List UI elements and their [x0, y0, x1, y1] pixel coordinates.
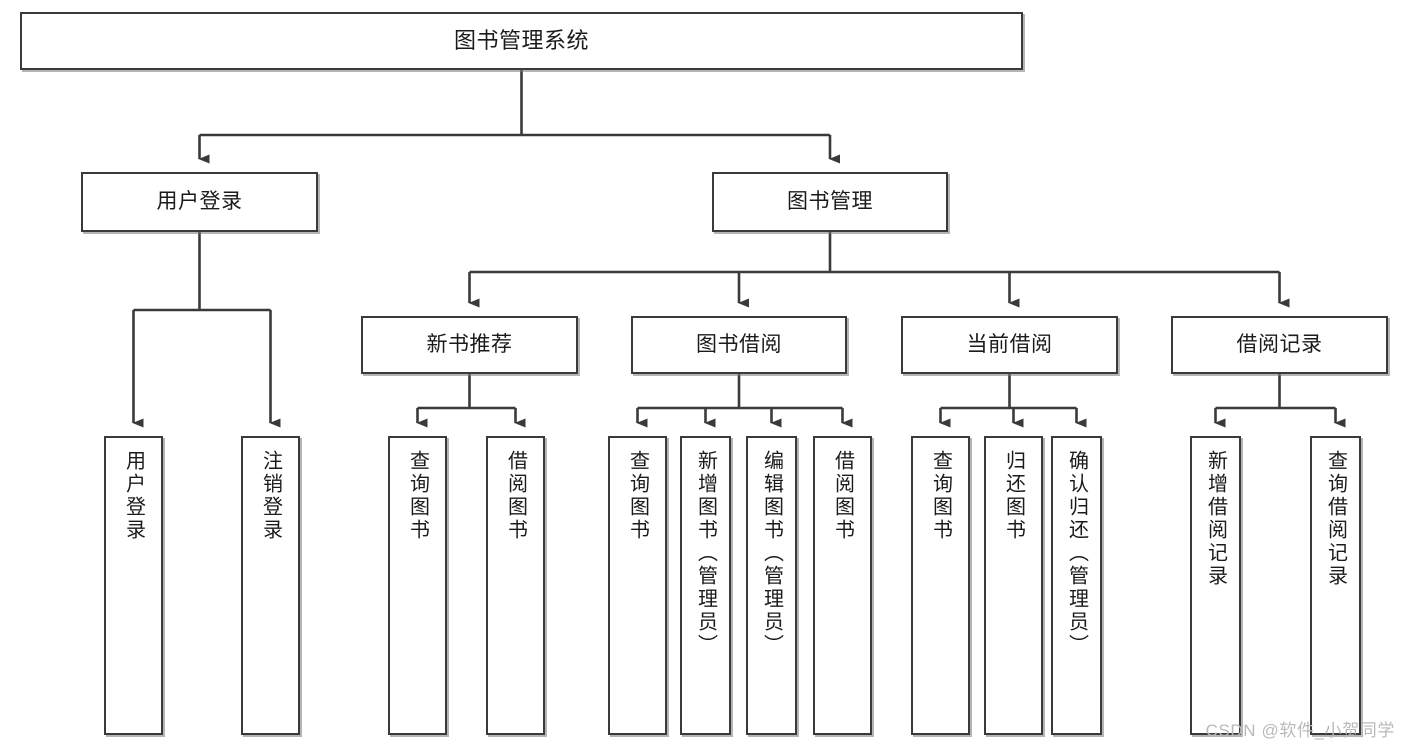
node-label: 图书借阅	[696, 333, 782, 357]
node-label: 借阅图书	[504, 450, 527, 542]
node-leaf-query-3[interactable]: 查询图书	[911, 436, 970, 735]
node-leaf-edit-book[interactable]: 编辑图书（管理员）	[746, 436, 797, 735]
node-leaf-query-1[interactable]: 查询图书	[388, 436, 447, 735]
node-book-manage[interactable]: 图书管理	[712, 172, 948, 232]
node-book-borrow[interactable]: 图书借阅	[631, 316, 847, 374]
node-leaf-borrow-1[interactable]: 借阅图书	[486, 436, 545, 735]
node-label: 编辑图书（管理员）	[760, 450, 783, 657]
node-leaf-borrow-2[interactable]: 借阅图书	[813, 436, 872, 735]
node-label: 新增图书（管理员）	[694, 450, 717, 657]
node-leaf-confirm[interactable]: 确认归还（管理员）	[1051, 436, 1102, 735]
node-new-book-rec[interactable]: 新书推荐	[361, 316, 578, 374]
node-label: 查询图书	[406, 450, 429, 542]
node-leaf-user-login[interactable]: 用户登录	[104, 436, 163, 735]
node-label: 查询图书	[626, 450, 649, 542]
node-user-login[interactable]: 用户登录	[81, 172, 318, 232]
node-leaf-logout[interactable]: 注销登录	[241, 436, 300, 735]
node-label: 注销登录	[259, 450, 282, 542]
node-current-borrow[interactable]: 当前借阅	[901, 316, 1118, 374]
node-root[interactable]: 图书管理系统	[20, 12, 1023, 70]
node-leaf-add-record[interactable]: 新增借阅记录	[1190, 436, 1241, 735]
node-label: 借阅记录	[1236, 333, 1323, 357]
node-label: 查询借阅记录	[1324, 450, 1347, 588]
node-label: 用户登录	[156, 190, 243, 214]
node-label: 查询图书	[929, 450, 952, 542]
node-label: 新增借阅记录	[1204, 450, 1227, 588]
node-leaf-return[interactable]: 归还图书	[984, 436, 1043, 735]
node-label: 借阅图书	[831, 450, 854, 542]
node-leaf-add-book[interactable]: 新增图书（管理员）	[680, 436, 731, 735]
node-label: 归还图书	[1002, 450, 1025, 542]
node-borrow-record[interactable]: 借阅记录	[1171, 316, 1388, 374]
node-label: 确认归还（管理员）	[1065, 450, 1088, 657]
node-label: 用户登录	[122, 450, 145, 542]
node-label: 新书推荐	[426, 333, 513, 357]
node-label: 图书管理系统	[453, 27, 589, 53]
node-leaf-qry-record[interactable]: 查询借阅记录	[1310, 436, 1361, 735]
node-label: 当前借阅	[966, 333, 1053, 357]
node-leaf-query-2[interactable]: 查询图书	[608, 436, 667, 735]
node-label: 图书管理	[787, 190, 873, 214]
